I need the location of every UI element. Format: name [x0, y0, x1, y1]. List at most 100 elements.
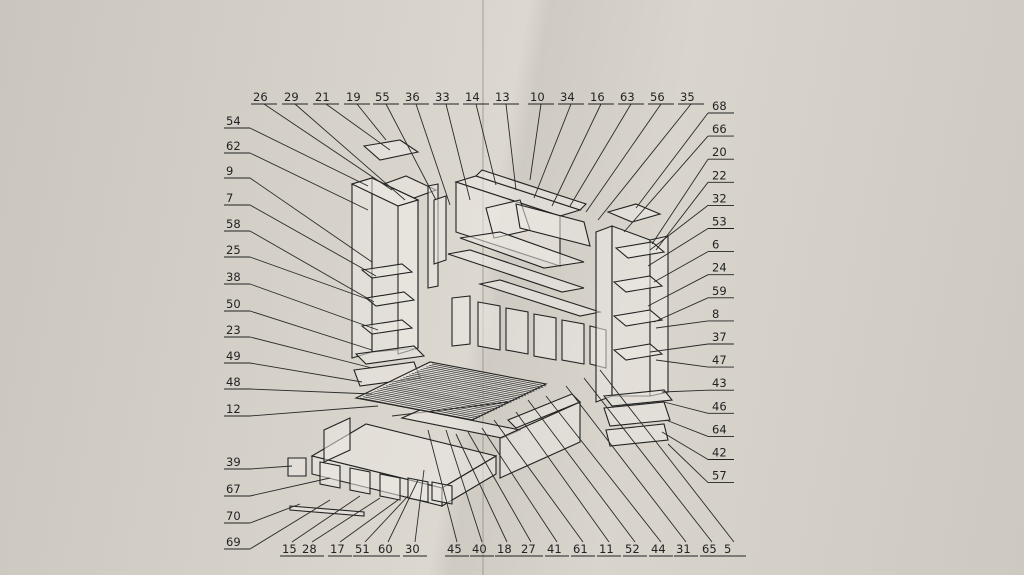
leader-line [249, 127, 369, 187]
callout-number: 58 [226, 217, 241, 231]
slat [371, 392, 486, 415]
callout-number: 65 [702, 542, 717, 556]
leader-line [249, 336, 373, 369]
callout-number: 57 [712, 469, 727, 483]
leader-line [249, 477, 331, 497]
callout-number: 25 [226, 243, 241, 257]
leader-line [415, 103, 451, 206]
callout-number: 19 [346, 90, 361, 104]
leader-line [653, 297, 709, 323]
leader-line [294, 103, 406, 201]
leader-line [455, 433, 508, 543]
slat [431, 363, 547, 387]
callout-number: 66 [712, 122, 727, 136]
callout-number: 6 [712, 238, 719, 252]
callout-number: 5 [724, 542, 731, 556]
callout-number: 46 [712, 399, 727, 413]
leader-line [665, 419, 709, 437]
leader-line [505, 103, 517, 191]
slat [397, 379, 512, 403]
leader-line [493, 419, 584, 543]
leader-line [647, 274, 709, 307]
leader-line [667, 443, 709, 483]
callout-number: 64 [712, 422, 727, 436]
leader-line [467, 431, 532, 543]
right-cabinet [595, 203, 674, 447]
leader-line [551, 103, 602, 207]
callout-number: 27 [521, 542, 536, 556]
callout-number: 63 [620, 90, 635, 104]
slat [380, 388, 495, 411]
leader-line [583, 377, 713, 543]
callout-number: 23 [226, 323, 241, 337]
slat [408, 374, 524, 398]
leader-line [291, 495, 361, 543]
callout-number: 36 [405, 90, 420, 104]
callout-number: 11 [599, 542, 614, 556]
callout-number: 26 [253, 90, 268, 104]
bridge-unit [433, 169, 603, 317]
callout-number: 67 [226, 482, 241, 496]
callout-number: 8 [712, 307, 719, 321]
callout-number: 10 [530, 90, 545, 104]
leader-line [653, 251, 709, 283]
callout-number: 13 [495, 90, 510, 104]
slat-frame [354, 361, 548, 421]
leader-line [249, 388, 373, 395]
slat [394, 381, 509, 405]
slat [423, 367, 538, 391]
callout-number: 34 [560, 90, 575, 104]
leader-line [339, 499, 399, 543]
leader-line [364, 495, 409, 543]
slat [403, 377, 518, 400]
leader-line [623, 135, 709, 233]
callout-number: 7 [226, 191, 233, 205]
leader-line [249, 503, 301, 524]
slat [406, 375, 521, 399]
leader-line [427, 429, 458, 543]
leader-line [655, 359, 709, 368]
slat [417, 370, 532, 394]
callout-number: 21 [315, 90, 330, 104]
callout-number: 30 [405, 542, 420, 556]
slat [374, 390, 489, 414]
callout-number: 28 [302, 542, 317, 556]
leader-line [249, 283, 379, 331]
leader-line [635, 112, 709, 209]
leader-line [585, 103, 662, 213]
leader-line [655, 320, 709, 329]
leader-line [445, 103, 471, 201]
leader-line [249, 177, 373, 263]
leader-line [599, 369, 735, 543]
leader-line [651, 158, 709, 245]
callout-number: 9 [226, 164, 233, 178]
leader-line [649, 205, 709, 251]
slat [414, 371, 529, 395]
callout-number: 42 [712, 446, 727, 460]
callout-number: 60 [378, 542, 393, 556]
callout-number: 54 [226, 114, 241, 128]
callout-number: 61 [573, 542, 588, 556]
callout-number: 32 [712, 191, 727, 205]
callout-number: 62 [226, 139, 241, 153]
leader-line [533, 103, 572, 199]
slat [411, 373, 526, 396]
leader-line [263, 103, 393, 191]
slat [429, 365, 544, 388]
callout-number: 51 [355, 542, 370, 556]
callout-number: 70 [226, 509, 241, 523]
leader-line [565, 385, 687, 543]
leader-line [545, 395, 662, 543]
leader-line [649, 343, 709, 353]
slat [359, 397, 475, 421]
callout-number: 47 [712, 353, 727, 367]
slat [426, 366, 541, 390]
leader-line [311, 497, 381, 543]
leader-line [249, 204, 377, 277]
leader-line [356, 103, 387, 141]
callout-number: 35 [680, 90, 695, 104]
callout-number: 48 [226, 375, 241, 389]
callout-number: 40 [472, 542, 487, 556]
